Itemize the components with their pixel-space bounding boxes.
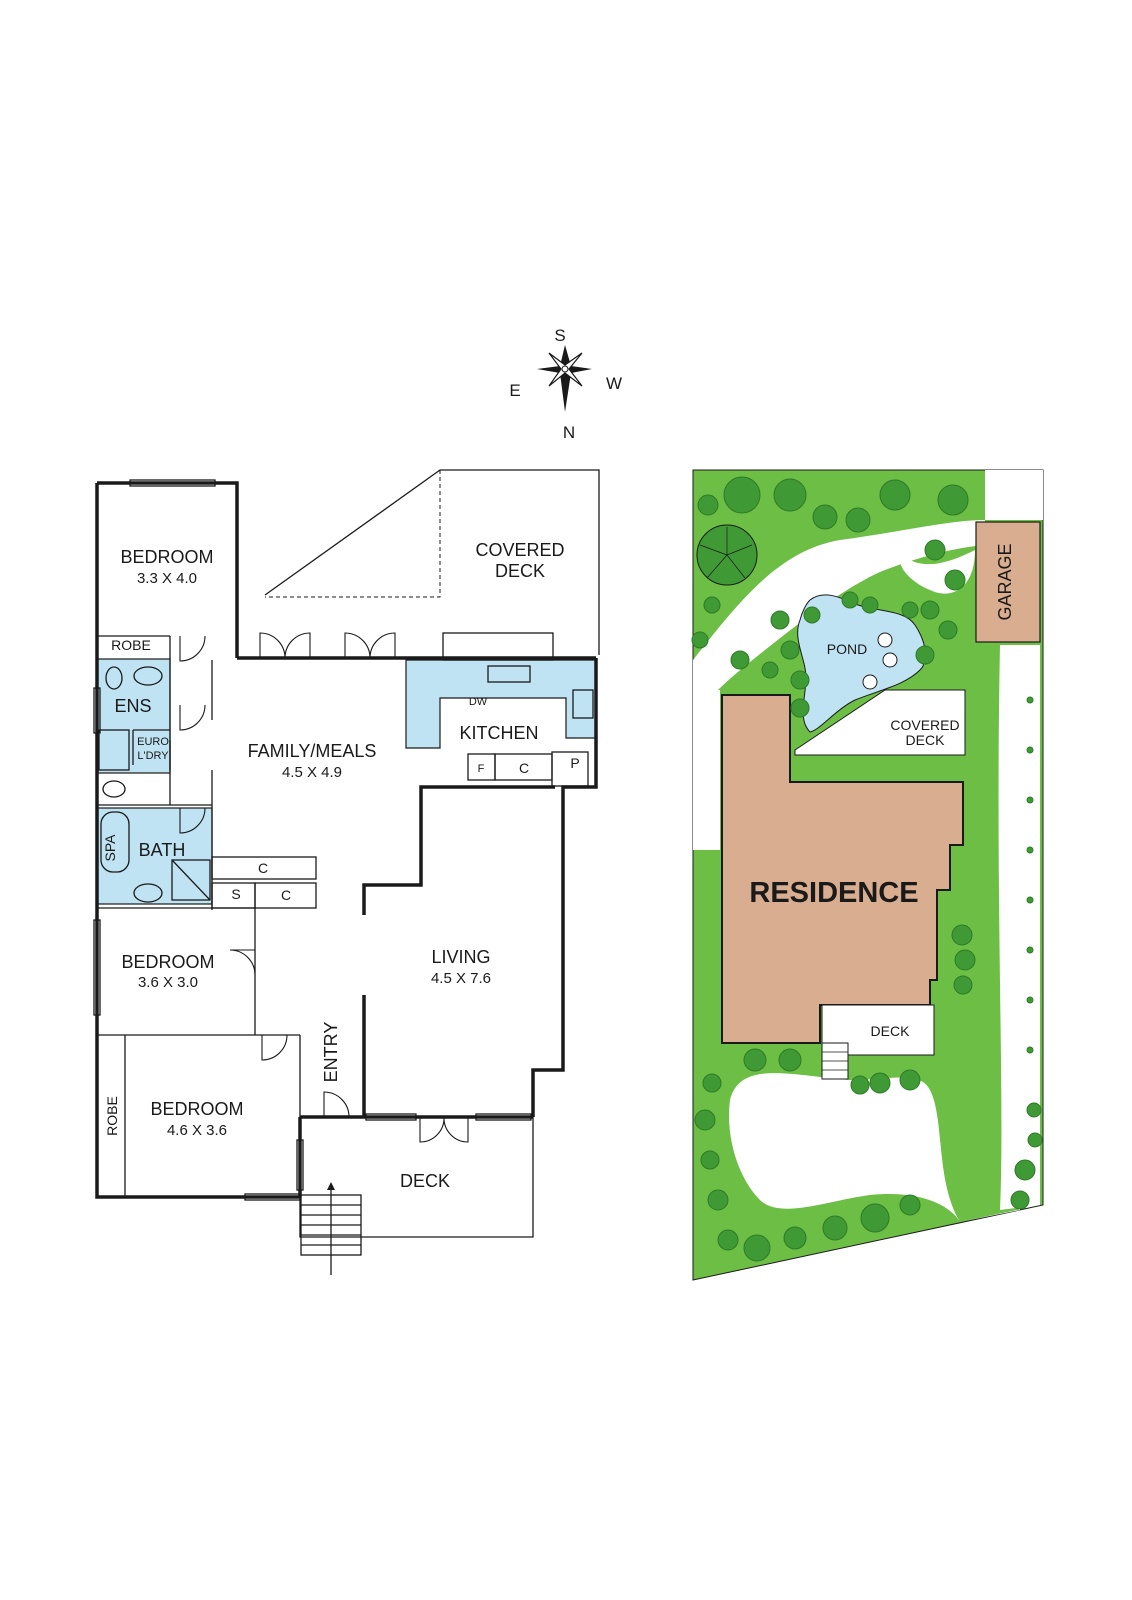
door bbox=[179, 704, 206, 731]
stepping-stone bbox=[862, 674, 878, 690]
pond-label: POND bbox=[827, 641, 867, 657]
site-covered-deck bbox=[794, 689, 966, 756]
euro-laundry-label-2: L'DRY bbox=[137, 750, 169, 762]
deck-label: DECK bbox=[400, 1171, 450, 1191]
door bbox=[369, 632, 396, 659]
sink-icon bbox=[487, 665, 531, 683]
compass-west-label: W bbox=[606, 374, 622, 393]
basin-icon bbox=[133, 883, 163, 903]
toilet-icon bbox=[105, 666, 123, 690]
pantry bbox=[551, 751, 589, 787]
site-deck-label: DECK bbox=[871, 1023, 911, 1039]
covered-deck-label-1: COVERED bbox=[475, 540, 564, 560]
window bbox=[296, 1139, 304, 1191]
shower-icon bbox=[98, 729, 130, 771]
site-plan: GARAGE POND COVERED DECK RESIDENCE DECK bbox=[691, 469, 1044, 1281]
window bbox=[129, 479, 216, 487]
bedroom-3-dims: 4.6 X 3.6 bbox=[167, 1122, 227, 1139]
dishwasher-label: DW bbox=[469, 696, 488, 708]
east-exterior-wall bbox=[531, 658, 598, 1117]
linen-cupboard bbox=[211, 856, 317, 880]
garden-path bbox=[693, 520, 985, 720]
kitchen-label: KITCHEN bbox=[459, 723, 538, 743]
spa-bath-icon bbox=[100, 811, 130, 873]
ensuite-label: ENS bbox=[114, 696, 151, 716]
stepping-stone bbox=[882, 652, 898, 668]
pantry-label: P bbox=[570, 755, 579, 771]
site-covered-deck-label-1: COVERED bbox=[890, 717, 959, 733]
cooktop-icon bbox=[572, 689, 594, 719]
side-path bbox=[693, 690, 720, 850]
bedroom-2-dims: 3.6 X 3.0 bbox=[138, 974, 198, 991]
west-exterior-wall bbox=[95, 483, 300, 1199]
driveway-top bbox=[985, 470, 1043, 520]
window bbox=[365, 1113, 417, 1121]
deck-outline bbox=[299, 1117, 534, 1238]
east-path bbox=[998, 645, 1040, 1210]
bedroom-3-label: BEDROOM bbox=[150, 1099, 243, 1119]
door bbox=[284, 632, 311, 659]
hall-cupboard bbox=[254, 882, 317, 909]
door bbox=[261, 1034, 288, 1061]
shower-icon bbox=[171, 859, 211, 901]
deck-door bbox=[419, 1116, 445, 1143]
door bbox=[229, 949, 256, 976]
bedroom-1-dims: 3.3 X 4.0 bbox=[137, 570, 197, 587]
hall-cupboard-label: C bbox=[281, 887, 291, 903]
family-meals-dims: 4.5 X 4.9 bbox=[282, 764, 342, 781]
pond bbox=[797, 594, 926, 733]
robe-2-label: ROBE bbox=[104, 1096, 120, 1136]
bath-label: BATH bbox=[139, 840, 186, 860]
compass-south-label: S bbox=[554, 326, 565, 345]
entry-stairs bbox=[300, 1182, 362, 1275]
compass-east-label: E bbox=[509, 381, 520, 400]
bedroom-1-label: BEDROOM bbox=[120, 547, 213, 567]
toilet-icon bbox=[102, 780, 126, 798]
stepping-stone bbox=[877, 632, 893, 648]
window bbox=[93, 919, 101, 1016]
door bbox=[344, 632, 371, 659]
door bbox=[259, 632, 286, 659]
covered-deck-outline bbox=[264, 469, 600, 655]
site-deck-stairs bbox=[821, 1042, 849, 1080]
kitchen-window bbox=[442, 632, 554, 661]
entry-label: ENTRY bbox=[321, 1022, 341, 1083]
rear-path bbox=[729, 645, 1040, 1222]
spa-label: SPA bbox=[102, 834, 118, 862]
covered-deck-label-2: DECK bbox=[495, 561, 545, 581]
compass-rose: S W E N bbox=[509, 326, 622, 442]
entry-door bbox=[323, 1091, 350, 1118]
euro-laundry-label-1: EURO bbox=[137, 736, 169, 748]
site-covered-deck-label-2: DECK bbox=[906, 732, 946, 748]
shelves-label: S bbox=[231, 886, 240, 902]
compass-star-icon bbox=[537, 345, 592, 412]
window bbox=[475, 1113, 532, 1121]
residence bbox=[721, 694, 964, 1044]
garage-label: GARAGE bbox=[995, 543, 1015, 620]
residence-label: RESIDENCE bbox=[749, 877, 918, 909]
fridge-label: F bbox=[478, 763, 485, 775]
linen-cupboard-label: C bbox=[258, 860, 268, 876]
deck-door bbox=[443, 1116, 469, 1143]
bedroom-1-walls bbox=[97, 481, 239, 658]
compass-north-label: N bbox=[563, 423, 575, 442]
garage bbox=[975, 521, 1041, 643]
door bbox=[179, 635, 206, 662]
living-label: LIVING bbox=[431, 947, 490, 967]
basin-icon bbox=[133, 666, 163, 686]
family-meals-label: FAMILY/MEALS bbox=[248, 741, 377, 761]
robe-1-label: ROBE bbox=[111, 637, 151, 653]
tree-icon-detail bbox=[699, 527, 753, 579]
living-north-wall bbox=[362, 785, 555, 915]
kitchen-cupboard-label: C bbox=[519, 760, 529, 776]
window bbox=[93, 687, 101, 734]
covered-deck-dashed bbox=[265, 470, 441, 598]
window bbox=[244, 1193, 301, 1201]
living-dims: 4.5 X 7.6 bbox=[431, 970, 491, 987]
floor-plan: BEDROOM 3.3 X 4.0 COVERED DECK ROBE ENS … bbox=[93, 469, 600, 1275]
bedroom-2-label: BEDROOM bbox=[121, 952, 214, 972]
shrubs bbox=[691, 476, 1043, 1262]
door bbox=[179, 807, 206, 834]
